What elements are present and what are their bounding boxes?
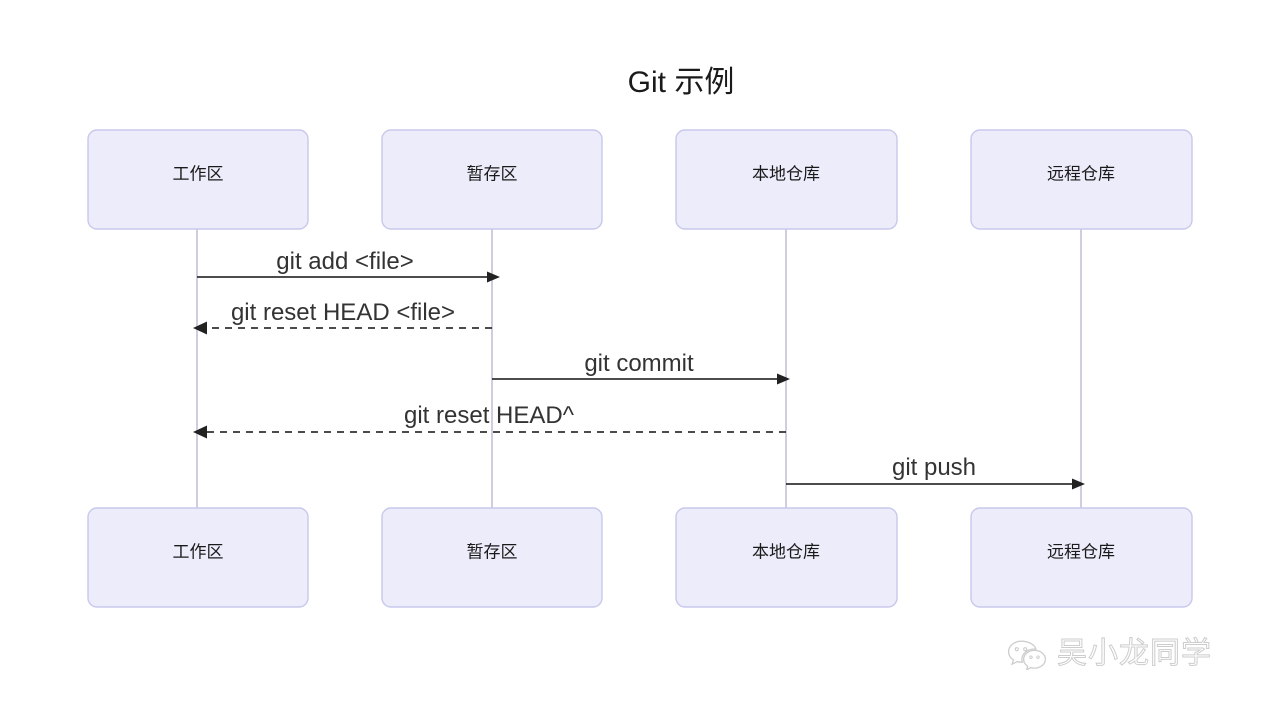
participant-top-remote-repo[interactable]: 远程仓库 [970,129,1193,230]
message-label: git commit [584,350,694,377]
participant-box[interactable] [970,129,1193,230]
message-git-commit[interactable]: git commit [492,350,790,385]
participant-box[interactable] [87,129,309,230]
participant-top-local-repo[interactable]: 本地仓库 [675,129,898,230]
participant-box[interactable] [87,507,309,608]
participant-box[interactable] [381,129,603,230]
participant-label: 本地仓库 [752,542,820,561]
participant-top-workspace[interactable]: 工作区 [87,129,309,230]
participant-bottom-remote-repo[interactable]: 远程仓库 [970,507,1193,608]
participant-label: 远程仓库 [1047,164,1115,183]
participant-label: 工作区 [173,164,224,183]
message-label: git push [892,454,976,481]
message-label: git reset HEAD <file> [231,299,455,326]
message-git-reset-head-file[interactable]: git reset HEAD <file> [193,299,492,335]
page-title: Git 示例 [628,66,735,99]
participants-top: 工作区 暂存区 本地仓库 远程仓库 [87,129,1193,230]
arrowhead-right-icon [777,373,790,385]
participant-bottom-staging[interactable]: 暂存区 [381,507,603,608]
arrowhead-left-icon [193,425,207,439]
participant-label: 远程仓库 [1047,542,1115,561]
participant-box[interactable] [970,507,1193,608]
participant-box[interactable] [675,507,898,608]
participant-label: 暂存区 [467,164,518,183]
message-label: git add <file> [276,248,413,275]
arrowhead-left-icon [193,321,207,335]
message-label: git reset HEAD^ [404,402,575,429]
participant-box[interactable] [381,507,603,608]
participant-label: 本地仓库 [752,164,820,183]
participant-box[interactable] [675,129,898,230]
participant-label: 暂存区 [467,542,518,561]
message-git-add[interactable]: git add <file> [197,248,500,283]
participant-label: 工作区 [173,542,224,561]
message-git-reset-head-caret[interactable]: git reset HEAD^ [193,402,786,439]
participant-top-staging[interactable]: 暂存区 [381,129,603,230]
message-git-push[interactable]: git push [786,454,1085,490]
participant-bottom-local-repo[interactable]: 本地仓库 [675,507,898,608]
participants-bottom: 工作区 暂存区 本地仓库 远程仓库 [87,507,1193,608]
arrowhead-right-icon [487,271,500,283]
participant-bottom-workspace[interactable]: 工作区 [87,507,309,608]
arrowhead-right-icon [1072,478,1085,490]
